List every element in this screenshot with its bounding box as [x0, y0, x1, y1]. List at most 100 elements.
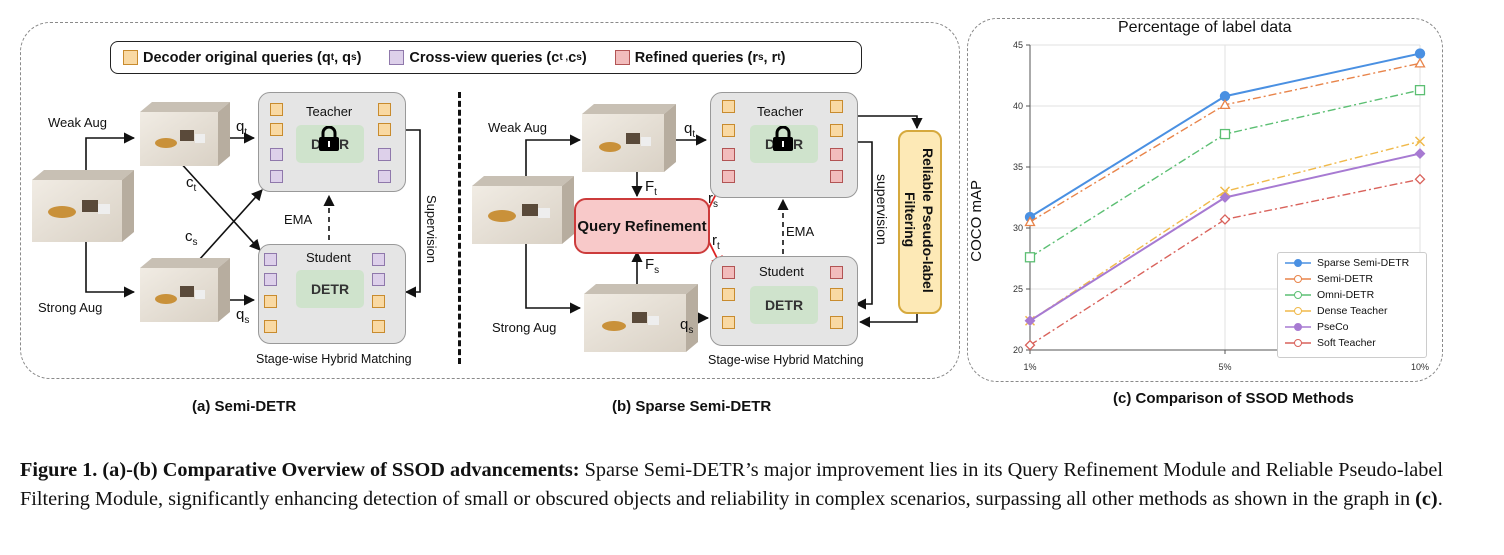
refined-query-swatch — [614, 50, 630, 65]
figure-caption: Figure 1. (a)-(b) Comparative Overview o… — [20, 456, 1490, 514]
chart-legend-item: Omni-DETR — [1284, 289, 1374, 301]
query-square — [264, 253, 277, 266]
data-point — [1024, 216, 1036, 227]
chart-frame — [967, 18, 1443, 382]
query-square — [722, 124, 735, 137]
query-square — [378, 123, 391, 136]
query-square — [722, 316, 735, 329]
weak-aug-image-b — [582, 104, 676, 172]
y-tick-label: 45 — [1013, 40, 1023, 50]
y-tick-label: 35 — [1013, 162, 1023, 172]
legend-label: Sparse Semi-DETR — [1317, 257, 1410, 269]
strong-aug-image-a — [140, 258, 230, 322]
query-square — [830, 170, 843, 183]
chart-legend-item: Sparse Semi-DETR — [1284, 257, 1409, 269]
ema-label-b: EMA — [786, 224, 815, 239]
query-square — [378, 170, 391, 183]
supervision-label-a: Supervision — [424, 195, 439, 263]
query-square — [264, 273, 277, 286]
series-line — [1029, 140, 1421, 322]
teacher-label-b: Teacher — [757, 104, 804, 119]
legend-label: PseCo — [1317, 321, 1349, 333]
rs-label-b: rs — [708, 190, 718, 210]
query-square — [372, 253, 385, 266]
data-point — [1219, 128, 1231, 140]
ema-label-a: EMA — [284, 212, 313, 227]
query-square — [372, 320, 385, 333]
query-square — [270, 103, 283, 116]
query-square — [830, 148, 843, 161]
query-square — [830, 316, 843, 329]
query-square — [378, 103, 391, 116]
qs-label-a: qs — [236, 306, 250, 326]
student-detr-a: DETR — [296, 270, 364, 308]
figure-caption-end: . — [1437, 488, 1443, 510]
qt-label-a: qt — [236, 118, 248, 138]
query-square — [722, 100, 735, 113]
cs-label-a: cs — [185, 228, 198, 248]
ct-label-a: ct — [186, 174, 197, 194]
data-point — [1414, 57, 1426, 68]
original-query-swatch — [123, 50, 138, 65]
student-label-b: Student — [759, 264, 804, 279]
legend-swatch — [1285, 291, 1311, 299]
query-square — [378, 148, 391, 161]
weak-aug-label-b: Weak Aug — [488, 120, 548, 135]
lock-icon — [317, 125, 341, 152]
weak-aug-label-a: Weak Aug — [48, 115, 108, 130]
legend-swatch-marker — [1294, 275, 1302, 283]
legend-swatch-marker — [1294, 307, 1302, 315]
data-point — [1414, 48, 1426, 59]
legend-swatch — [1285, 275, 1311, 283]
teacher-label-a: Teacher — [306, 104, 353, 119]
qs-label-b: qs — [680, 316, 694, 336]
caption-b: (b) Sparse Semi-DETR — [612, 398, 772, 415]
data-point — [1414, 173, 1426, 185]
data-point — [1414, 84, 1426, 96]
y-tick-label: 25 — [1013, 284, 1023, 294]
legend-label: Omni-DETR — [1317, 289, 1375, 301]
query-square — [830, 100, 843, 113]
fs-label-b: Fs — [645, 256, 660, 276]
figure-caption-ref: (c) — [1415, 488, 1438, 510]
legend-label: Soft Teacher — [1317, 337, 1376, 349]
figure-caption-label: Figure 1. (a)-(b) Comparative Overview o… — [20, 459, 580, 481]
legend-label: Dense Teacher — [1317, 305, 1388, 317]
data-point — [1219, 192, 1231, 203]
data-point — [1024, 315, 1036, 327]
legend-label: Semi-DETR — [1317, 273, 1374, 285]
data-point — [1219, 186, 1231, 197]
caption-c: (c) Comparison of SSOD Methods — [1113, 390, 1354, 407]
legend-swatch-marker — [1294, 259, 1302, 267]
crossview-query-swatch — [389, 50, 405, 65]
strong-aug-image-b — [584, 284, 698, 352]
legend-swatch — [1285, 259, 1311, 267]
query-square — [722, 170, 735, 183]
query-square — [372, 295, 385, 308]
ft-label-b: Ft — [645, 178, 657, 198]
data-point — [1024, 339, 1036, 351]
figure-caption-text: Sparse Semi-DETR’s major improvement lie… — [20, 459, 1443, 510]
chart-legend-item: Dense Teacher — [1284, 305, 1387, 317]
data-point — [1024, 252, 1036, 263]
source-image-b — [472, 176, 574, 244]
query-square — [372, 273, 385, 286]
y-tick-label: 40 — [1013, 101, 1023, 111]
legend-swatch-marker — [1294, 323, 1302, 331]
query-square — [830, 288, 843, 301]
x-tick-label: 5% — [1218, 362, 1231, 372]
panel-divider — [458, 92, 461, 364]
student-label-a: Student — [306, 250, 351, 265]
chart-legend-item: Soft Teacher — [1284, 337, 1376, 349]
matching-label-a: Stage-wise Hybrid Matching — [256, 352, 412, 366]
query-square — [270, 123, 283, 136]
x-tick-label: 10% — [1411, 362, 1429, 372]
query-square — [722, 148, 735, 161]
query-square — [264, 320, 277, 333]
chart-legend-item: PseCo — [1284, 321, 1349, 333]
